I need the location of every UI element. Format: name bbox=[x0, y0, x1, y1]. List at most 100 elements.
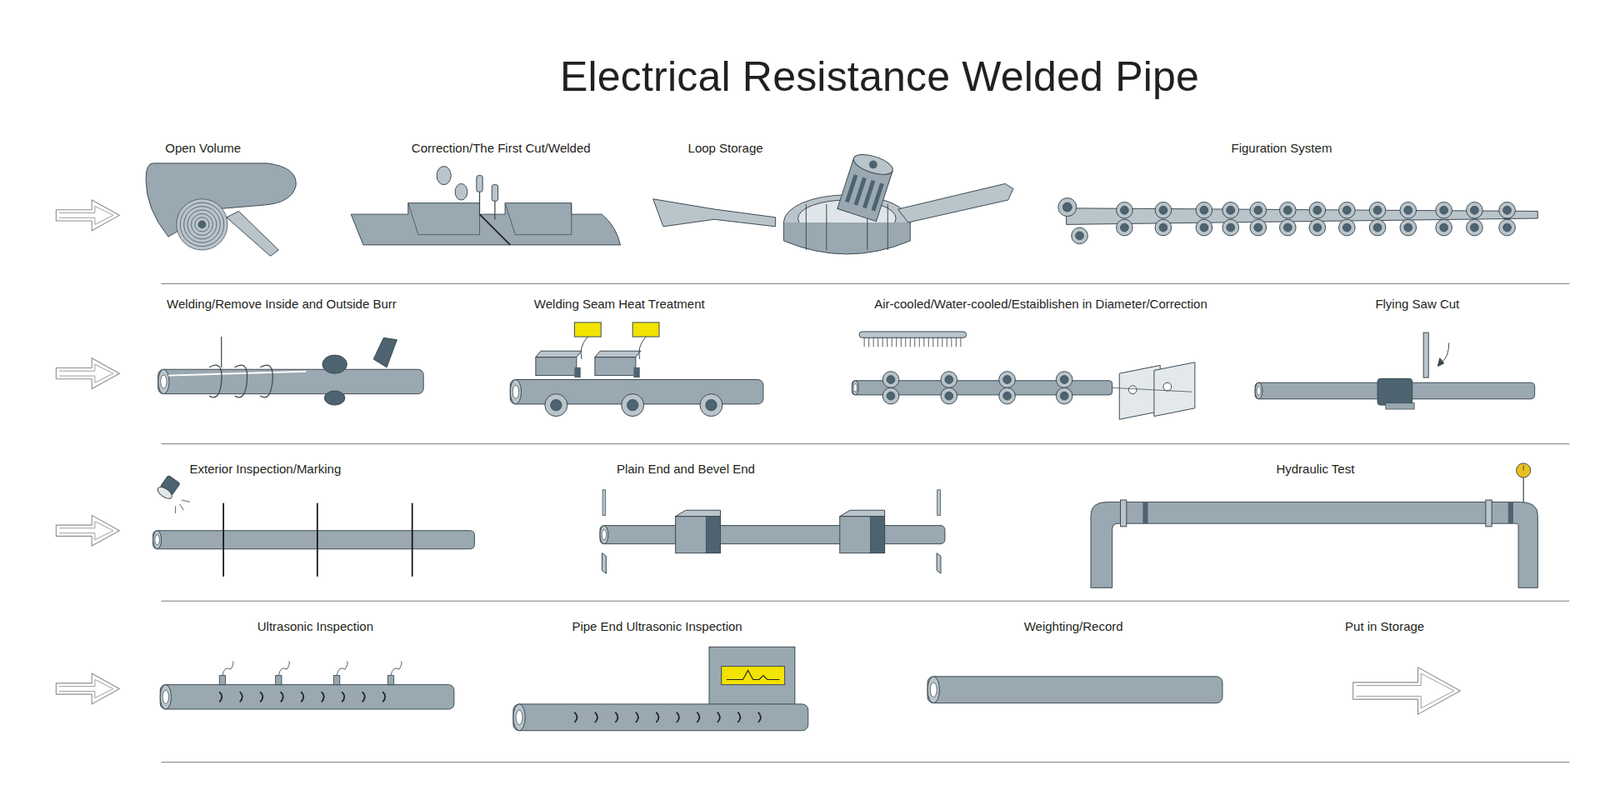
roller-hub bbox=[1226, 205, 1235, 215]
loop-ring-wall bbox=[783, 222, 910, 255]
spray-nozzle bbox=[946, 337, 948, 347]
roller-hub bbox=[1062, 202, 1072, 212]
coil-ring bbox=[176, 199, 228, 250]
stage-label: Weighting/Record bbox=[1024, 619, 1124, 634]
spray-nozzle bbox=[950, 337, 952, 347]
pipe-end bbox=[851, 380, 859, 395]
roller-hub bbox=[1404, 223, 1413, 232]
roller bbox=[1280, 219, 1297, 236]
pipe-end bbox=[1255, 382, 1263, 400]
mark-line bbox=[316, 503, 319, 577]
ultrasonic-wave bbox=[758, 712, 761, 723]
drum-slot bbox=[871, 182, 885, 211]
roller-hub bbox=[1159, 223, 1168, 232]
roller-hub bbox=[1226, 223, 1235, 232]
ut-screen bbox=[721, 666, 785, 685]
ultrasonic-wave bbox=[595, 712, 598, 723]
coil-ring bbox=[184, 206, 221, 244]
roller bbox=[940, 387, 958, 405]
flow-arrow bbox=[55, 515, 120, 546]
probe-cable bbox=[336, 660, 348, 675]
stage-label: Loop Storage bbox=[688, 140, 764, 155]
roller bbox=[1400, 219, 1417, 236]
strip-block-faces bbox=[408, 203, 572, 235]
pipe-bore bbox=[853, 384, 857, 392]
test-seal bbox=[1120, 500, 1126, 527]
pipe-bore bbox=[160, 375, 167, 389]
spray-nozzle bbox=[937, 337, 939, 347]
drum-top bbox=[851, 150, 896, 180]
roller-hub bbox=[945, 391, 954, 400]
stage-label: Welding/Remove Inside and Outside Burr bbox=[166, 296, 397, 311]
squeeze-roll bbox=[322, 355, 347, 374]
cutter-disc bbox=[436, 166, 451, 185]
pipe-bore bbox=[515, 710, 523, 725]
coil-ring bbox=[180, 202, 224, 246]
end-facer-top bbox=[675, 510, 721, 516]
ultrasonic-wave bbox=[362, 691, 365, 702]
heater-tip bbox=[633, 367, 640, 378]
stage-label: Open Volume bbox=[165, 140, 241, 155]
spray-nozzle bbox=[932, 337, 934, 347]
ultrasonic-wave bbox=[635, 712, 639, 723]
stage-label: Exterior Inspection/Marking bbox=[189, 461, 341, 476]
pipe-body bbox=[158, 369, 424, 394]
sizing-hole bbox=[1163, 382, 1172, 391]
spray-nozzle bbox=[895, 337, 897, 347]
sizing-plate bbox=[1154, 362, 1195, 417]
saw-clamp bbox=[1377, 378, 1413, 405]
roller bbox=[1071, 227, 1089, 245]
roller bbox=[1280, 201, 1297, 219]
coil-strip bbox=[226, 210, 279, 256]
roller bbox=[882, 371, 900, 389]
spray-nozzle bbox=[886, 337, 888, 347]
weld-tip bbox=[494, 200, 495, 220]
spray-nozzle bbox=[877, 337, 879, 347]
saw-motion bbox=[1440, 342, 1450, 363]
flow-arrow bbox=[1353, 667, 1461, 715]
pipe-body bbox=[600, 525, 945, 545]
pipe-bore bbox=[1256, 386, 1261, 396]
strip-in bbox=[653, 199, 776, 227]
ultrasonic-wave bbox=[574, 712, 577, 723]
roller bbox=[1195, 201, 1213, 219]
roller-hub bbox=[1159, 205, 1168, 215]
cutter-disc bbox=[455, 183, 468, 200]
row-separator bbox=[160, 443, 1570, 445]
ultrasonic-wave bbox=[219, 691, 222, 702]
roller bbox=[1195, 219, 1213, 236]
roller-hub bbox=[1120, 205, 1129, 215]
roller bbox=[1222, 219, 1240, 236]
bevel-tool bbox=[602, 490, 606, 516]
roller-hub bbox=[705, 399, 717, 410]
stage-label: Welding Seam Heat Treatment bbox=[534, 296, 705, 311]
roller bbox=[1116, 201, 1134, 219]
roller bbox=[1499, 201, 1516, 219]
test-seal bbox=[1485, 500, 1492, 527]
induction-coil bbox=[209, 365, 222, 398]
flow-arrow-inner bbox=[59, 521, 114, 540]
pipe-bore bbox=[512, 385, 519, 399]
roller bbox=[1466, 201, 1484, 219]
probe-cable bbox=[278, 660, 290, 675]
roller-hub bbox=[1470, 223, 1479, 232]
ultrasonic-wave bbox=[300, 691, 304, 702]
roller bbox=[1369, 201, 1386, 219]
roller-hub bbox=[1060, 375, 1069, 385]
bevel-tool-lower bbox=[601, 553, 606, 574]
roller bbox=[1055, 371, 1073, 389]
end-facer bbox=[840, 516, 885, 554]
roller bbox=[1339, 219, 1356, 236]
test-pipe bbox=[1090, 501, 1538, 588]
roller bbox=[1309, 201, 1326, 219]
roller-hub bbox=[626, 399, 638, 410]
pipe-axis bbox=[1112, 387, 1193, 392]
roller bbox=[1369, 219, 1386, 236]
pipe-bore bbox=[162, 690, 169, 704]
spray-nozzle bbox=[900, 337, 902, 347]
roller-hub bbox=[1373, 205, 1382, 215]
flow-arrow bbox=[55, 673, 120, 705]
roller-hub bbox=[1060, 391, 1069, 400]
heater-box bbox=[535, 357, 577, 376]
